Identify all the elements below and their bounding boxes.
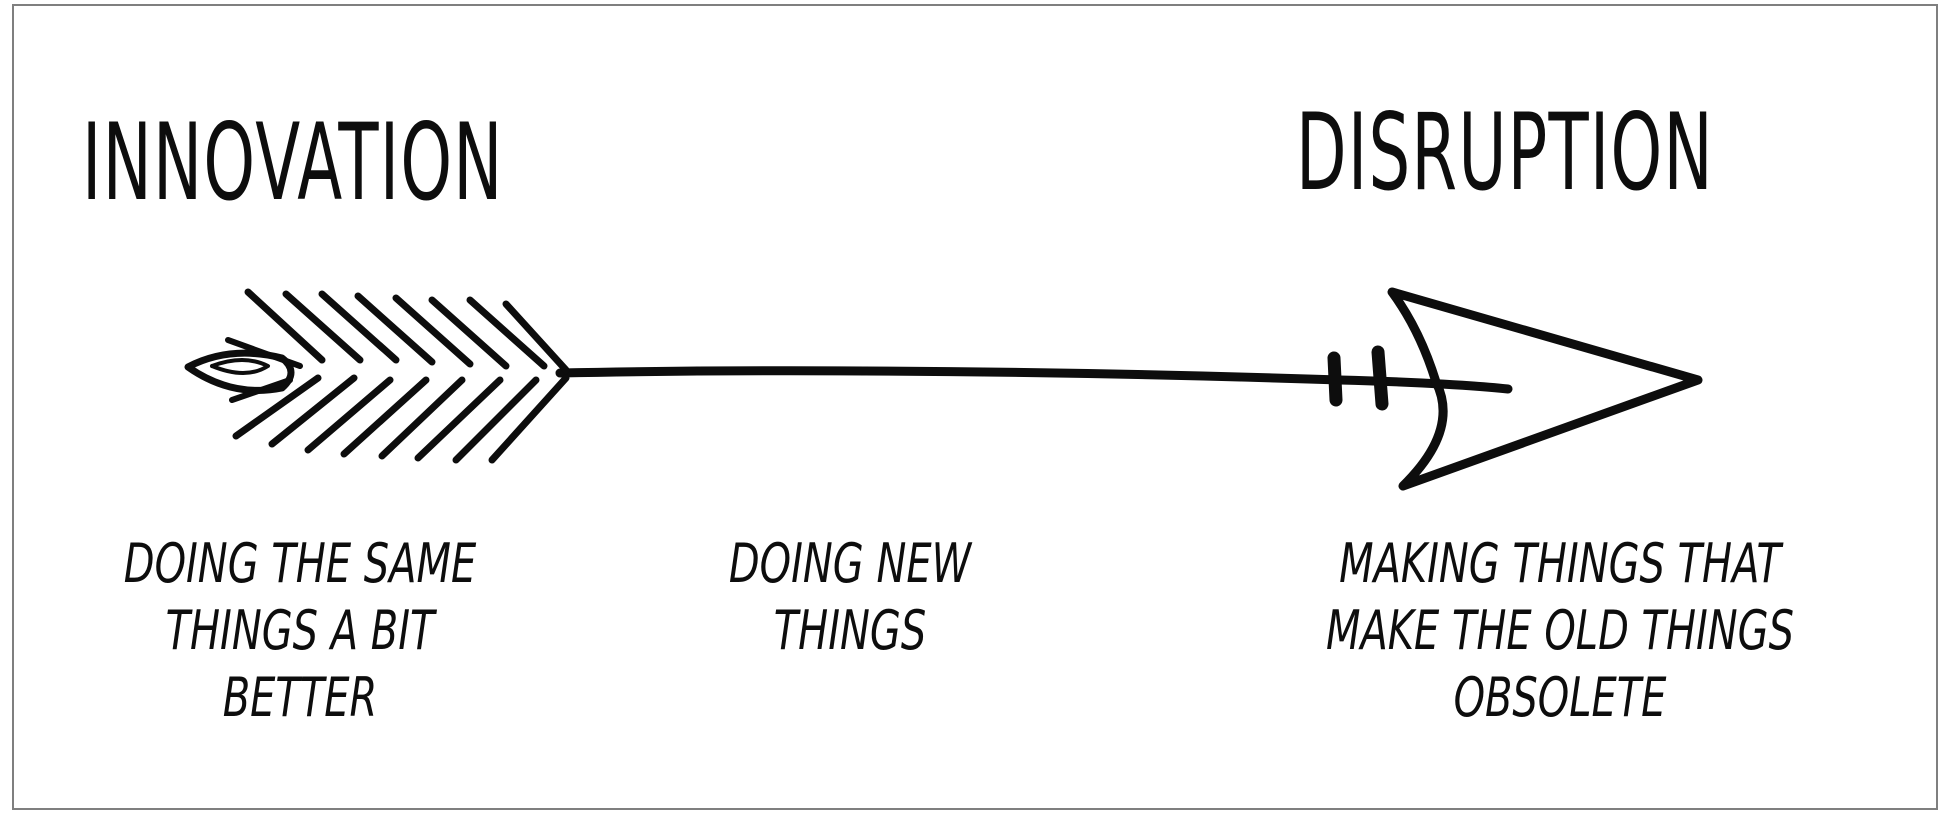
arrow-shaft [555, 366, 1513, 394]
disruption-caption-line: OBSOLETE [1453, 666, 1667, 729]
innovation-heading: INNOVATION [82, 101, 504, 224]
arrow-head [1387, 287, 1703, 491]
fletching-upper [225, 288, 570, 374]
arrow-nock-inner [210, 358, 270, 375]
middle-caption: DOING NEW THINGS [724, 530, 976, 664]
disruption-heading: DISRUPTION [1296, 91, 1714, 214]
disruption-caption-line: MAKING THINGS THAT [1339, 532, 1781, 595]
disruption-caption-line: MAKE THE OLD THINGS [1325, 599, 1795, 662]
middle-caption-line: DOING NEW [728, 532, 972, 595]
innovation-caption-line: THINGS A BIT [165, 599, 435, 662]
innovation-caption-line: BETTER [222, 666, 378, 729]
disruption-caption: MAKING THINGS THAT MAKE THE OLD THINGS O… [1316, 530, 1804, 731]
middle-caption-line: THINGS [773, 599, 927, 662]
innovation-caption-line: DOING THE SAME [123, 532, 477, 595]
arrow-band-1 [1327, 351, 1343, 407]
innovation-caption: DOING THE SAME THINGS A BIT BETTER [108, 530, 493, 731]
fletching-lower [229, 374, 570, 464]
arrow-band-2 [1371, 345, 1389, 411]
arrow-nock [184, 349, 295, 394]
